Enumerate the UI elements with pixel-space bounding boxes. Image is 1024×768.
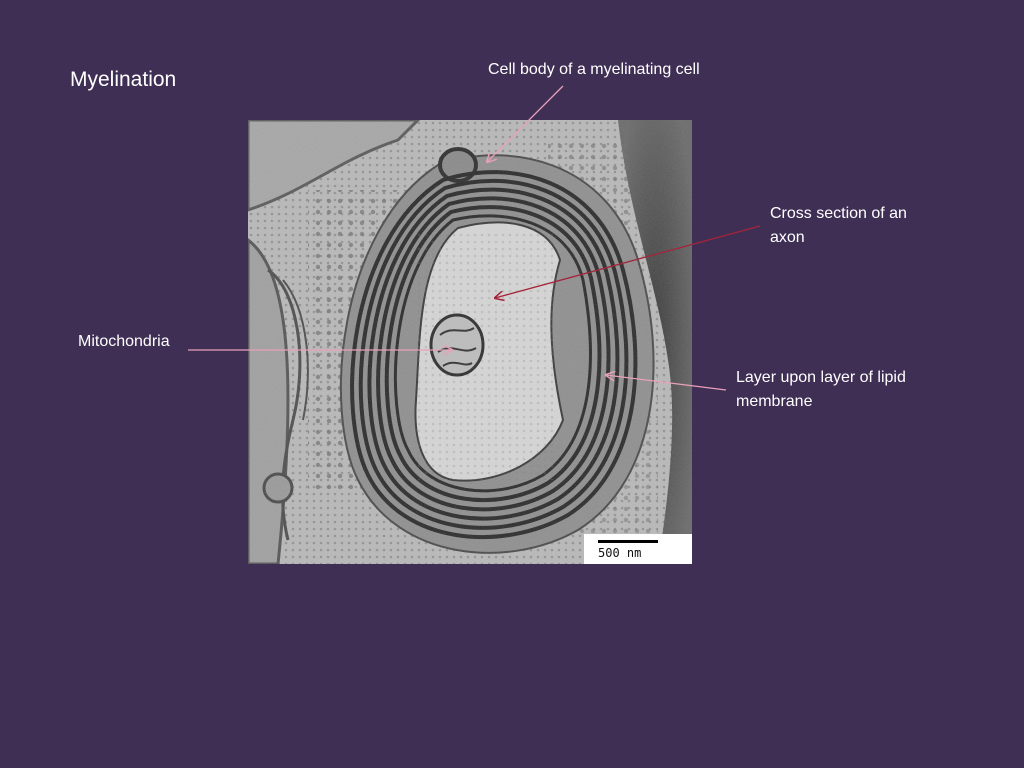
electron-micrograph: 500 nm: [248, 120, 692, 564]
slide-title: Myelination: [70, 68, 177, 91]
label-axon-cross-section: Cross section of an axon: [770, 205, 907, 246]
label-mitochondria: Mitochondria: [78, 333, 170, 350]
scale-bar: 500 nm: [584, 534, 692, 564]
label-lipid-layers: Layer upon layer of lipid membrane: [736, 369, 906, 410]
scale-bar-label: 500 nm: [598, 546, 641, 560]
label-cell-body: Cell body of a myelinating cell: [488, 61, 700, 78]
